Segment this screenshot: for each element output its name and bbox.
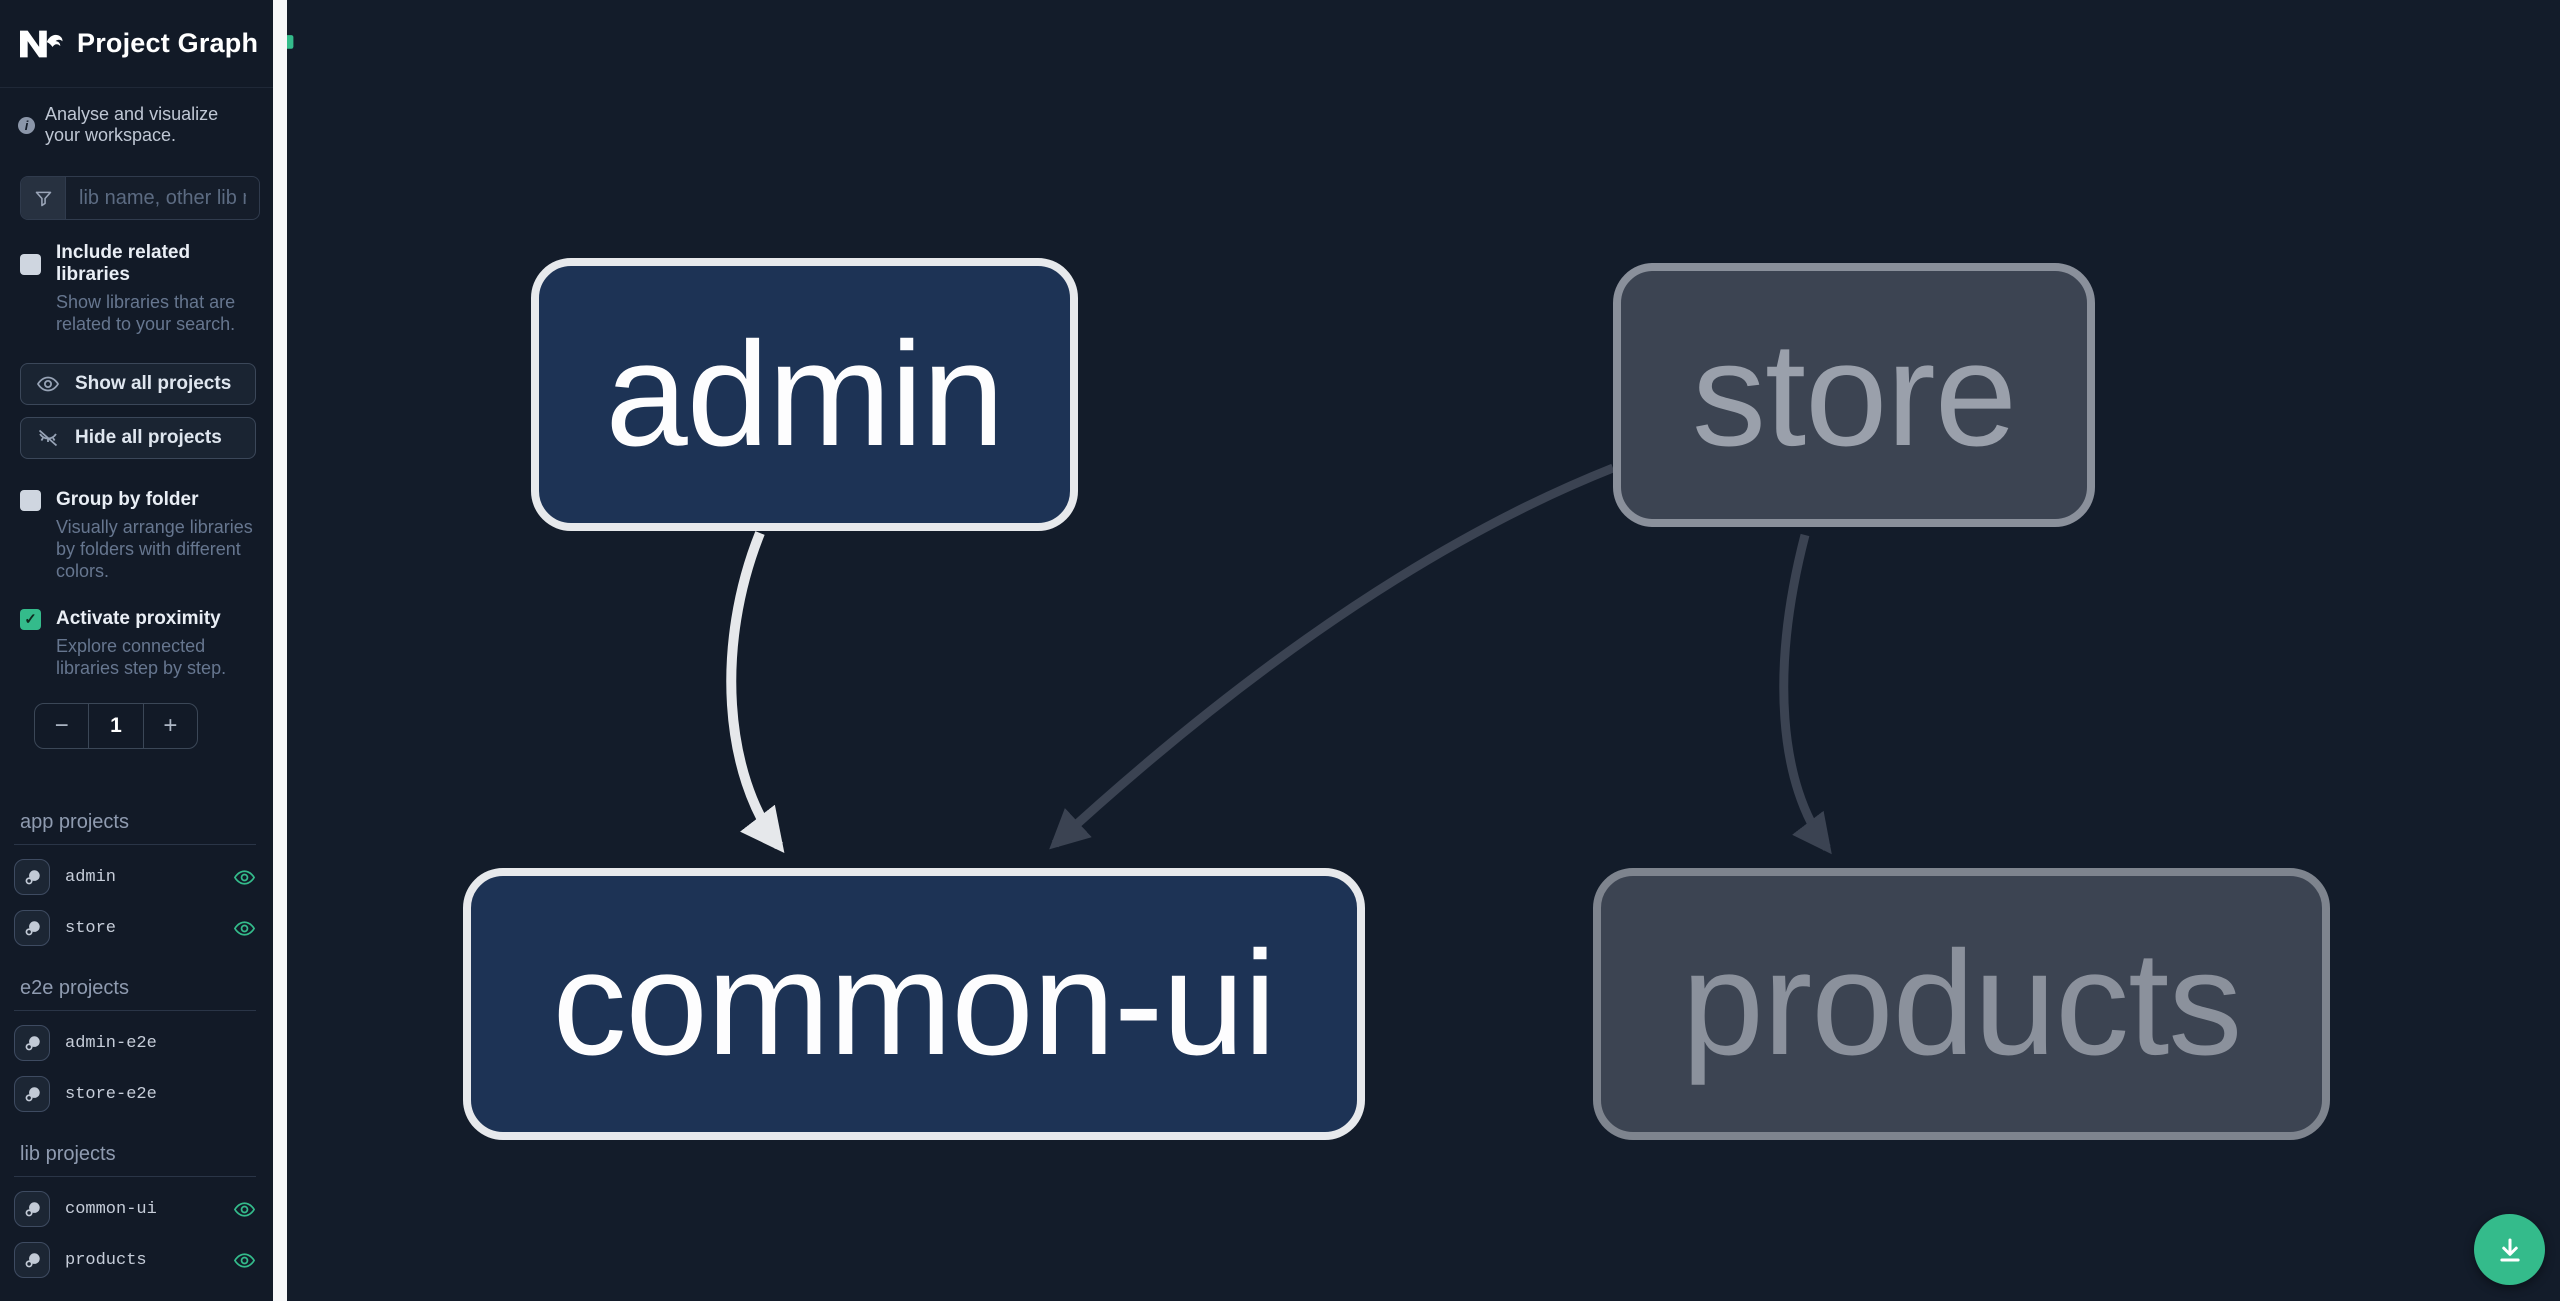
activate-proximity-description: Explore connected libraries step by step… [56,636,227,678]
project-row-admin-e2e: admin-e2e [14,1024,256,1062]
include-related-block: Include related libraries Show libraries… [0,242,273,335]
sidebar-resize-handle[interactable] [273,0,287,1301]
graph-node-store[interactable]: store [1613,263,2095,527]
focus-project-button[interactable] [14,1025,50,1061]
focus-project-button[interactable] [14,1242,50,1278]
edge-store-to-products[interactable] [1779,533,1832,855]
graph-node-admin[interactable]: admin [531,258,1078,531]
activate-proximity-block: ✓ Activate proximity Explore connected l… [0,608,273,679]
group-by-folder-label: Group by folder [56,489,199,510]
project-row-admin: admin [14,858,256,896]
hide-all-projects-button[interactable]: Hide all projects [20,417,256,459]
workspace-tagline: i Analyse and visualize your workspace. [0,88,273,146]
show-all-projects-label: Show all projects [75,373,232,394]
activate-proximity-checkbox[interactable]: ✓ [20,608,41,630]
toggle-visibility-eye-icon[interactable] [233,1198,256,1221]
focus-project-button[interactable] [14,910,50,946]
section-title: e2e projects [14,977,256,1011]
info-icon: i [18,116,35,134]
section-title: lib projects [14,1143,256,1177]
project-name: store-e2e [65,1084,157,1104]
hide-all-projects-label: Hide all projects [75,427,222,448]
graph-node-common-ui[interactable]: common-ui [463,868,1365,1140]
section-title: app projects [14,811,256,845]
proximity-decrement-button[interactable]: − [54,712,69,739]
tagline-text: Analyse and visualize your workspace. [45,104,219,145]
nx-logo [20,30,64,58]
project-name: admin [65,867,117,887]
node-label: store [1691,312,2017,477]
project-name: admin-e2e [65,1033,157,1053]
node-label: products [1681,921,2243,1086]
eye-icon [36,372,60,396]
project-lists: app projects admin [0,811,273,1279]
project-row-store-e2e: store-e2e [14,1075,256,1113]
project-row-common-ui: common-ui [14,1190,256,1228]
graph-canvas[interactable]: admin store common-ui products [287,0,2560,1301]
activate-proximity-label: Activate proximity [56,608,221,629]
focus-project-button[interactable] [14,859,50,895]
project-name: store [65,918,117,938]
app-title: Project Graph [77,28,259,58]
search-input[interactable] [66,177,259,219]
section-lib-projects: lib projects common-ui [14,1143,256,1279]
sidebar: Project Graph i Analyse and visualize yo… [0,0,294,1301]
project-row-products: products [14,1241,256,1279]
include-related-checkbox[interactable] [20,253,41,275]
eye-off-icon [36,426,60,450]
section-e2e-projects: e2e projects admin-e2e store- [14,977,256,1113]
project-row-store: store [14,909,256,947]
node-label: common-ui [552,921,1277,1086]
project-name: products [65,1250,147,1270]
section-app-projects: app projects admin [14,811,256,947]
include-related-label: Include related libraries [56,242,191,285]
node-label: admin [605,311,1004,477]
download-graph-button[interactable] [2474,1214,2545,1285]
show-all-projects-button[interactable]: Show all projects [20,363,256,405]
group-by-folder-checkbox[interactable] [20,489,41,511]
graph-node-products[interactable]: products [1593,868,2330,1140]
edge-store-to-common-ui[interactable] [1049,463,1615,850]
focus-project-button[interactable] [14,1076,50,1112]
group-by-folder-block: Group by folder Visually arrange librari… [0,489,273,582]
toggle-visibility-eye-icon[interactable] [233,917,256,940]
proximity-stepper: − 1 + [34,703,198,749]
toggle-visibility-eye-icon[interactable] [233,866,256,889]
proximity-value: 1 [88,704,144,748]
edge-admin-to-common-ui[interactable] [726,531,785,853]
focus-project-button[interactable] [14,1191,50,1227]
filter-icon [21,177,66,219]
group-by-folder-description: Visually arrange libraries by folders wi… [56,517,253,581]
include-related-description: Show libraries that are related to your … [56,292,236,334]
graph-edges [726,463,1832,855]
project-filter [20,176,260,220]
download-icon [2495,1235,2525,1265]
project-name: common-ui [65,1199,157,1219]
proximity-increment-button[interactable]: + [163,712,178,739]
sidebar-header: Project Graph [0,0,294,88]
toggle-visibility-eye-icon[interactable] [233,1249,256,1272]
